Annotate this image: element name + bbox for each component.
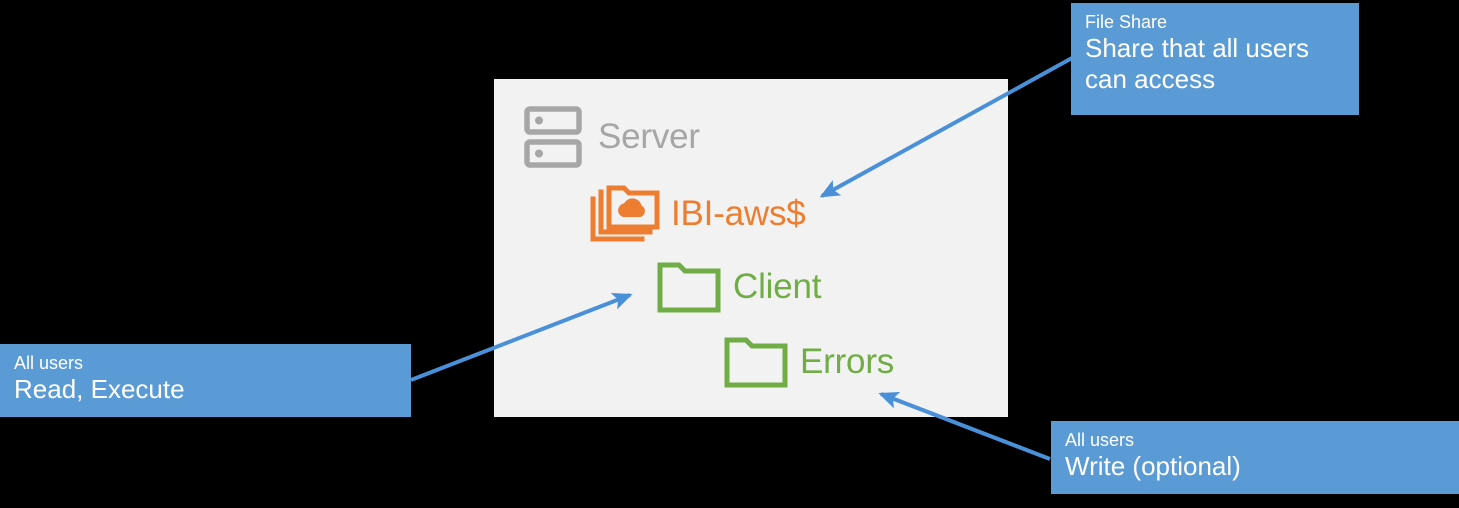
node-server[interactable]: Server <box>524 106 700 168</box>
callout-read-execute-body: Read, Execute <box>14 374 185 404</box>
node-client[interactable]: Client <box>657 261 821 313</box>
folder-icon <box>657 261 721 313</box>
callout-read-execute[interactable]: All users Read, Execute <box>0 344 411 417</box>
node-errors-label: Errors <box>800 342 895 381</box>
node-share[interactable]: IBI-aws$ <box>590 185 806 243</box>
callout-write-optional[interactable]: All users Write (optional) <box>1051 421 1459 494</box>
callout-read-execute-title: All users <box>14 353 84 373</box>
node-client-label: Client <box>733 267 822 306</box>
node-server-label: Server <box>598 117 700 156</box>
callout-file-share[interactable]: File Share Share that all users can acce… <box>1071 3 1359 115</box>
server-panel: Server IBI-aws$ <box>494 79 1008 417</box>
callout-file-share-title: File Share <box>1085 12 1168 32</box>
callout-write-optional-body: Write (optional) <box>1065 451 1241 481</box>
node-share-label: IBI-aws$ <box>671 194 806 233</box>
server-icon <box>524 106 582 168</box>
callout-file-share-body-line-1: Share that all users <box>1085 33 1310 63</box>
node-errors[interactable]: Errors <box>724 336 894 388</box>
callout-write-optional-title: All users <box>1065 430 1135 450</box>
folder-icon <box>724 336 788 388</box>
callout-file-share-body-line-2: can access <box>1085 64 1216 94</box>
stacked-folder-cloud-icon <box>590 185 662 243</box>
